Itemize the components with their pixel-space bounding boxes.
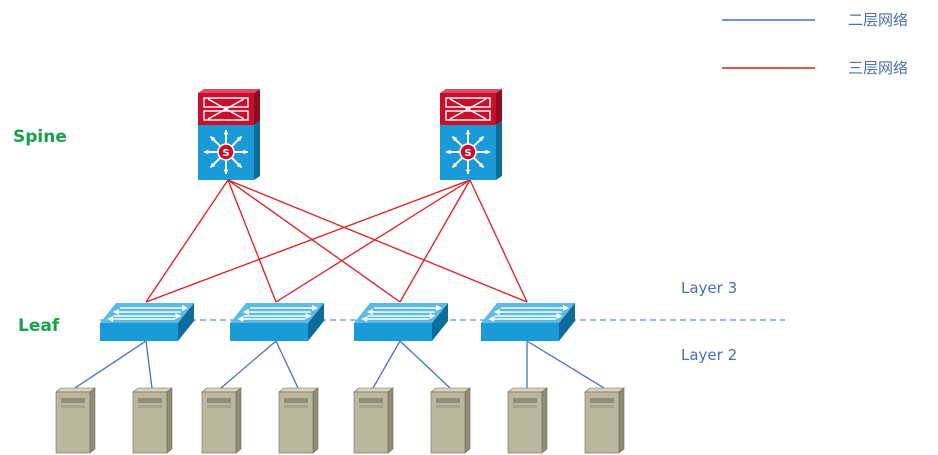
leaf-switches bbox=[100, 303, 575, 341]
servers bbox=[55, 387, 625, 454]
server-tower-icon bbox=[278, 387, 319, 454]
svg-text:S: S bbox=[222, 148, 229, 159]
server-tower-icon bbox=[353, 387, 394, 454]
l3-link bbox=[469, 179, 528, 303]
l3-link bbox=[227, 179, 528, 303]
spine-label: Spine bbox=[13, 127, 67, 147]
server-tower-icon bbox=[430, 387, 471, 454]
l3-link bbox=[275, 179, 471, 303]
legend-l3-label: 三层网络 bbox=[848, 59, 908, 77]
server-tower-icon bbox=[132, 387, 173, 454]
l2-link bbox=[372, 340, 401, 389]
l3-link bbox=[145, 179, 471, 303]
server-tower-icon bbox=[584, 387, 625, 454]
l2-links bbox=[74, 340, 605, 389]
l3-link bbox=[145, 179, 229, 303]
l3-link bbox=[399, 179, 471, 303]
l3-link bbox=[227, 179, 401, 303]
l2-link bbox=[526, 340, 605, 389]
layer3-switch-icon: S bbox=[198, 89, 260, 180]
l2-link bbox=[399, 340, 451, 389]
l2-link bbox=[275, 340, 299, 389]
workgroup-switch-icon bbox=[354, 303, 448, 341]
l2-link bbox=[220, 340, 277, 389]
layer3-switch-icon: S bbox=[440, 89, 502, 180]
svg-text:S: S bbox=[464, 148, 471, 159]
workgroup-switch-icon bbox=[100, 303, 194, 341]
l3-link bbox=[227, 179, 277, 303]
workgroup-switch-icon bbox=[481, 303, 575, 341]
legend: 二层网络 三层网络 bbox=[722, 11, 908, 77]
workgroup-switch-icon bbox=[230, 303, 324, 341]
l2-link bbox=[145, 340, 153, 389]
server-tower-icon bbox=[201, 387, 242, 454]
l2-link bbox=[74, 340, 147, 389]
leaf-label: Leaf bbox=[18, 316, 60, 336]
legend-l2-label: 二层网络 bbox=[848, 11, 908, 29]
server-tower-icon bbox=[507, 387, 548, 454]
server-tower-icon bbox=[55, 387, 96, 454]
layer2-label: Layer 2 bbox=[681, 346, 737, 364]
l3-links bbox=[145, 179, 528, 303]
layer3-label: Layer 3 bbox=[681, 279, 737, 297]
